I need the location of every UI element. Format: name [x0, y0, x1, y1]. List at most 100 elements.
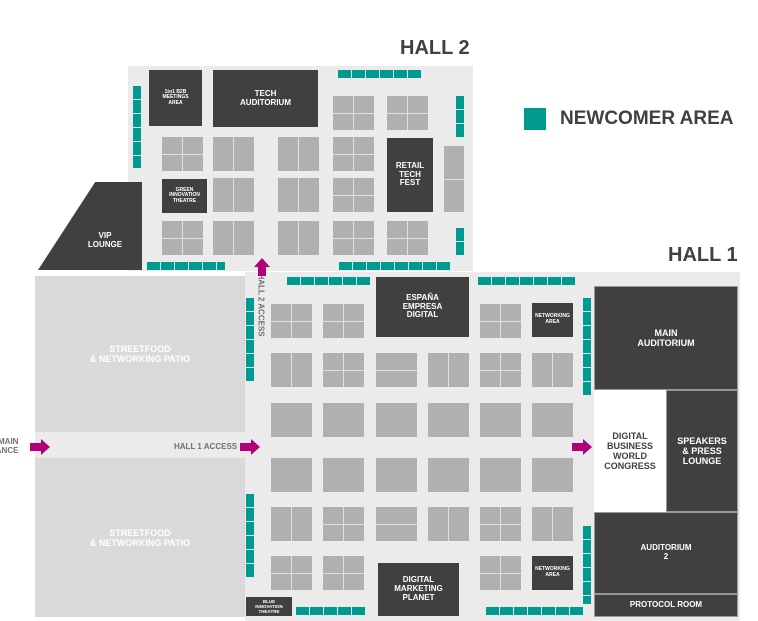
hall-2-title: HALL 2 — [400, 37, 470, 59]
main-entrance-arrow-icon — [30, 439, 50, 455]
dbwc-label: DIGITAL BUSINESS WORLD CONGRESS — [604, 430, 656, 472]
newcomer-area-stand[interactable] — [583, 526, 591, 604]
booth[interactable] — [532, 458, 573, 492]
booth[interactable] — [428, 353, 469, 387]
booth[interactable] — [376, 458, 417, 492]
retail-tech-fest[interactable]: RETAIL TECH FEST — [387, 138, 433, 212]
newcomer-area-stand[interactable] — [456, 96, 464, 138]
booth[interactable] — [278, 221, 319, 255]
booth[interactable] — [278, 178, 319, 212]
booth[interactable] — [278, 137, 319, 171]
newcomer-legend-label: NEWCOMER AREA — [560, 108, 734, 129]
booth[interactable] — [480, 507, 521, 541]
retail-tech-fest-label: RETAIL TECH FEST — [395, 160, 425, 188]
vip-lounge-label: VIP LOUNGE — [87, 231, 123, 249]
digital-marketing-planet[interactable]: DIGITAL MARKETING PLANET — [378, 563, 459, 616]
booth[interactable] — [480, 458, 521, 492]
newcomer-legend-swatch — [524, 108, 546, 130]
green-innovation-theatre[interactable]: GREEN INNOVATION THEATRE — [162, 179, 207, 213]
newcomer-area-stand[interactable] — [456, 228, 464, 256]
booth[interactable] — [271, 304, 312, 338]
protocol-room-label: PROTOCOL ROOM — [629, 600, 703, 610]
booth[interactable] — [333, 178, 374, 212]
hall-1-title: HALL 1 — [668, 244, 738, 266]
booth[interactable] — [271, 458, 312, 492]
tech-auditorium[interactable]: TECH AUDITORIUM — [213, 70, 318, 127]
newcomer-area-stand[interactable] — [246, 494, 254, 578]
b2b-meetings-area[interactable]: 1to1 B2B MEETINGS AREA — [149, 70, 202, 126]
booth[interactable] — [333, 221, 374, 255]
newcomer-area-stand[interactable] — [147, 262, 225, 270]
patio-bottom-label: STREETFOOD & NETWORKING PATIO — [89, 527, 191, 548]
main-auditorium-label: MAIN AUDITORIUM — [637, 327, 695, 348]
booth[interactable] — [428, 507, 469, 541]
booth[interactable] — [387, 221, 428, 255]
networking-area-bottom[interactable]: NETWORKING AREA — [532, 556, 573, 590]
booth[interactable] — [428, 458, 469, 492]
newcomer-area-stand[interactable] — [478, 277, 576, 285]
booth[interactable] — [323, 353, 364, 387]
booth[interactable] — [213, 221, 254, 255]
speakers-lounge-label: SPEAKERS & PRESS LOUNGE — [677, 435, 727, 467]
hall-1-access-corridor — [35, 432, 245, 458]
booth[interactable] — [323, 304, 364, 338]
newcomer-area-stand[interactable] — [339, 262, 451, 270]
newcomer-area-stand[interactable] — [246, 298, 254, 382]
booth[interactable] — [213, 137, 254, 171]
booth[interactable] — [376, 507, 417, 541]
tech-auditorium-label: TECH AUDITORIUM — [240, 88, 291, 107]
booth[interactable] — [444, 146, 464, 212]
digital-business-world-congress[interactable]: DIGITAL BUSINESS WORLD CONGRESS — [594, 390, 666, 512]
blue-innovation-theatre[interactable]: BLUE INNOVATION THEATRE — [246, 597, 292, 616]
booth[interactable] — [271, 507, 312, 541]
booth[interactable] — [532, 507, 573, 541]
espana-empresa-digital[interactable]: ESPAÑA EMPRESA DIGITAL — [376, 277, 469, 337]
booth[interactable] — [480, 353, 521, 387]
booth[interactable] — [271, 403, 312, 437]
booth[interactable] — [387, 96, 428, 130]
newcomer-area-stand[interactable] — [486, 607, 584, 615]
booth[interactable] — [376, 403, 417, 437]
booth[interactable] — [271, 353, 312, 387]
hall-2-access-label: HALL 2 ACCESS — [256, 273, 266, 337]
newcomer-area-stand[interactable] — [133, 86, 141, 168]
hall-2-access-arrow-icon — [254, 258, 270, 276]
networking-bottom-label: NETWORKING AREA — [535, 566, 570, 578]
booth[interactable] — [428, 403, 469, 437]
streetfood-patio-bottom[interactable]: STREETFOOD & NETWORKING PATIO — [35, 458, 245, 617]
booth[interactable] — [323, 403, 364, 437]
b2b-meetings-label: 1to1 B2B MEETINGS AREA — [162, 88, 189, 106]
newcomer-area-stand[interactable] — [287, 277, 371, 285]
booth[interactable] — [323, 458, 364, 492]
networking-area-top[interactable]: NETWORKING AREA — [532, 303, 573, 337]
newcomer-area-stand[interactable] — [296, 607, 366, 615]
booth[interactable] — [323, 556, 364, 590]
booth[interactable] — [323, 507, 364, 541]
booth[interactable] — [333, 96, 374, 130]
booth[interactable] — [480, 304, 521, 338]
newcomer-area-stand[interactable] — [338, 70, 422, 78]
booth[interactable] — [271, 556, 312, 590]
booth[interactable] — [532, 353, 573, 387]
espana-label: ESPAÑA EMPRESA DIGITAL — [402, 292, 443, 320]
main-entrance-label: MAIN ENTRANCE — [0, 437, 19, 455]
main-auditorium[interactable]: MAIN AUDITORIUM — [594, 286, 738, 390]
booth[interactable] — [376, 353, 417, 387]
booth[interactable] — [480, 403, 521, 437]
booth[interactable] — [162, 137, 203, 171]
auditorium-2[interactable]: AUDITORIUM 2 — [594, 512, 738, 594]
vip-lounge[interactable]: VIP LOUNGE — [38, 182, 142, 270]
hall-1-access-arrow-icon — [240, 439, 260, 455]
speakers-press-lounge[interactable]: SPEAKERS & PRESS LOUNGE — [666, 390, 738, 512]
booth[interactable] — [333, 137, 374, 171]
booth[interactable] — [213, 178, 254, 212]
dbwc-arrow-icon — [572, 439, 592, 455]
booth[interactable] — [532, 403, 573, 437]
booth[interactable] — [162, 221, 203, 255]
streetfood-patio-top[interactable]: STREETFOOD & NETWORKING PATIO — [35, 276, 245, 432]
protocol-room[interactable]: PROTOCOL ROOM — [594, 594, 738, 617]
booth[interactable] — [480, 556, 521, 590]
digital-marketing-label: DIGITAL MARKETING PLANET — [394, 575, 443, 602]
newcomer-area-stand[interactable] — [583, 298, 591, 395]
auditorium-2-label: AUDITORIUM 2 — [640, 543, 692, 561]
